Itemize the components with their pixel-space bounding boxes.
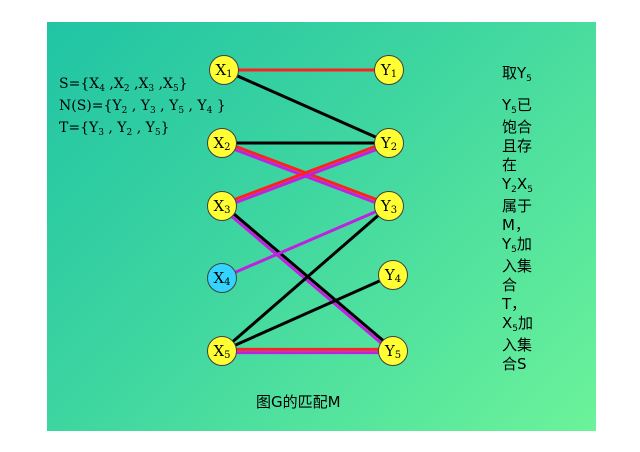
explanation-line: 饱合 — [502, 118, 533, 136]
explanation-line: Y5已 — [502, 96, 532, 116]
explanation-line: 入集 — [502, 257, 533, 275]
explanation-line: 入集 — [502, 336, 533, 354]
explanation-line: X5加 — [502, 314, 534, 334]
explanation-line: 合S — [502, 355, 527, 373]
set-t: T={Y3 , Y2 , Y5} — [59, 120, 170, 138]
explanation-line: 属于 — [502, 197, 533, 215]
explanation-line: Y5加 — [502, 235, 532, 255]
edge-x3-y5-alternating — [219, 206, 393, 354]
take-y5-label: 取Y5 — [502, 64, 532, 84]
explanation-line: M， — [502, 216, 530, 234]
explanation-line: 且存 — [502, 137, 533, 155]
edge-x1-y2-plain — [223, 68, 390, 145]
explanation-line: 合 — [502, 276, 518, 294]
explanation-line: 在 — [502, 156, 518, 174]
edge-x4-y3-alternating — [221, 204, 390, 280]
edge-x5-y4-plain — [221, 273, 394, 353]
edge-x3-y2-matching — [220, 140, 389, 206]
figure-caption: 图G的匹配M — [256, 393, 341, 411]
edge-x5-y3-plain — [221, 204, 390, 353]
graph-edges — [219, 68, 396, 355]
set-ns: N(S)={Y2 , Y3 , Y5 , Y4 } — [59, 98, 226, 116]
set-s: S={X4 ,X2 ,X3 ,X5} — [59, 76, 188, 94]
edge-x3-y2-alternating — [222, 143, 391, 209]
slide-background: S={X4 ,X2 ,X3 ,X5} N(S)={Y2 , Y3 , Y5 , … — [47, 22, 596, 431]
explanation-line: Y2X5 — [502, 175, 533, 195]
explanation-line: T， — [502, 295, 527, 313]
